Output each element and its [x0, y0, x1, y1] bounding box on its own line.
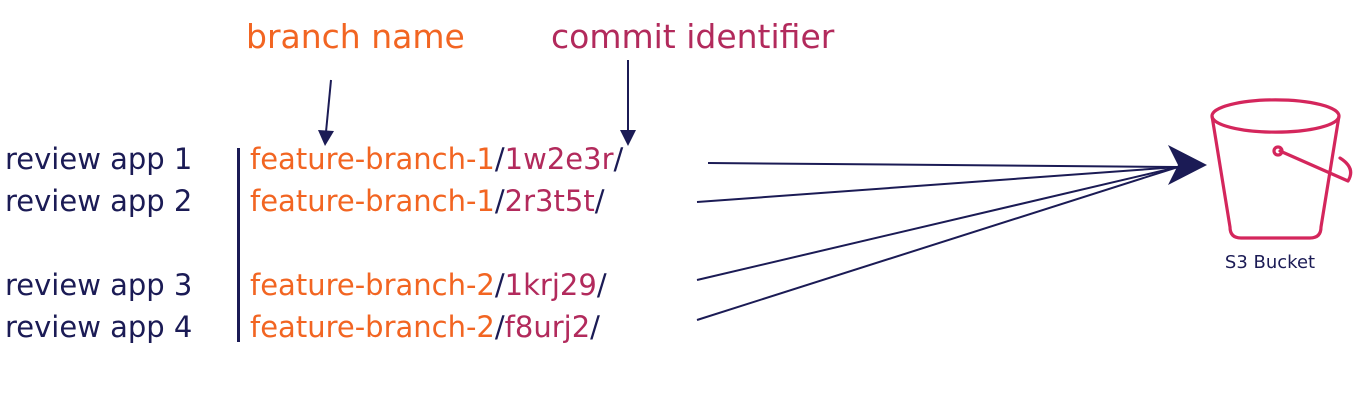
connector-line — [696, 166, 1179, 203]
branch-segment: feature-branch-1 — [250, 142, 495, 176]
connector-line — [696, 166, 1179, 281]
path-terminator: / — [596, 268, 607, 302]
bucket-path: feature-branch-2/1krj29/ — [250, 267, 607, 303]
review-app-label: review app 2 — [5, 184, 193, 218]
bucket-path: feature-branch-1/2r3t5t/ — [250, 183, 604, 219]
commit-segment: 1krj29 — [504, 268, 597, 302]
branch-pointer-arrow — [318, 79, 334, 146]
connector-line — [696, 166, 1179, 321]
path-to-bucket-lines — [696, 162, 1179, 321]
connector-line — [707, 162, 1179, 168]
path-terminator: / — [613, 142, 624, 176]
commit-pointer-arrow — [620, 60, 636, 146]
path-separator: / — [494, 184, 505, 218]
path-separator: / — [494, 310, 505, 344]
bucket-label: S3 Bucket — [1224, 252, 1316, 273]
path-terminator: / — [590, 310, 600, 344]
commit-identifier-annotation: commit identifier — [551, 17, 835, 56]
review-app-label: review app 4 — [5, 310, 193, 344]
bucket-path: feature-branch-1/1w2e3r/ — [250, 141, 623, 177]
branch-segment: feature-branch-2 — [250, 310, 495, 344]
commit-segment: 2r3t5t — [504, 184, 595, 218]
commit-segment: 1w2e3r — [504, 142, 614, 176]
branch-segment: feature-branch-1 — [250, 184, 495, 218]
s3-bucket-icon — [1210, 98, 1353, 240]
branch-segment: feature-branch-2 — [250, 268, 495, 302]
path-terminator: / — [594, 184, 605, 218]
review-app-label: review app 1 — [5, 142, 193, 176]
commit-segment: f8urj2 — [504, 310, 591, 344]
bucket-arrowhead — [1168, 145, 1207, 185]
branch-name-annotation: branch name — [246, 17, 465, 56]
path-separator: / — [494, 142, 505, 176]
path-separator: / — [494, 268, 505, 302]
bucket-path: feature-branch-2/f8urj2/ — [250, 309, 600, 345]
row-divider — [237, 148, 240, 342]
review-app-label: review app 3 — [5, 268, 193, 302]
